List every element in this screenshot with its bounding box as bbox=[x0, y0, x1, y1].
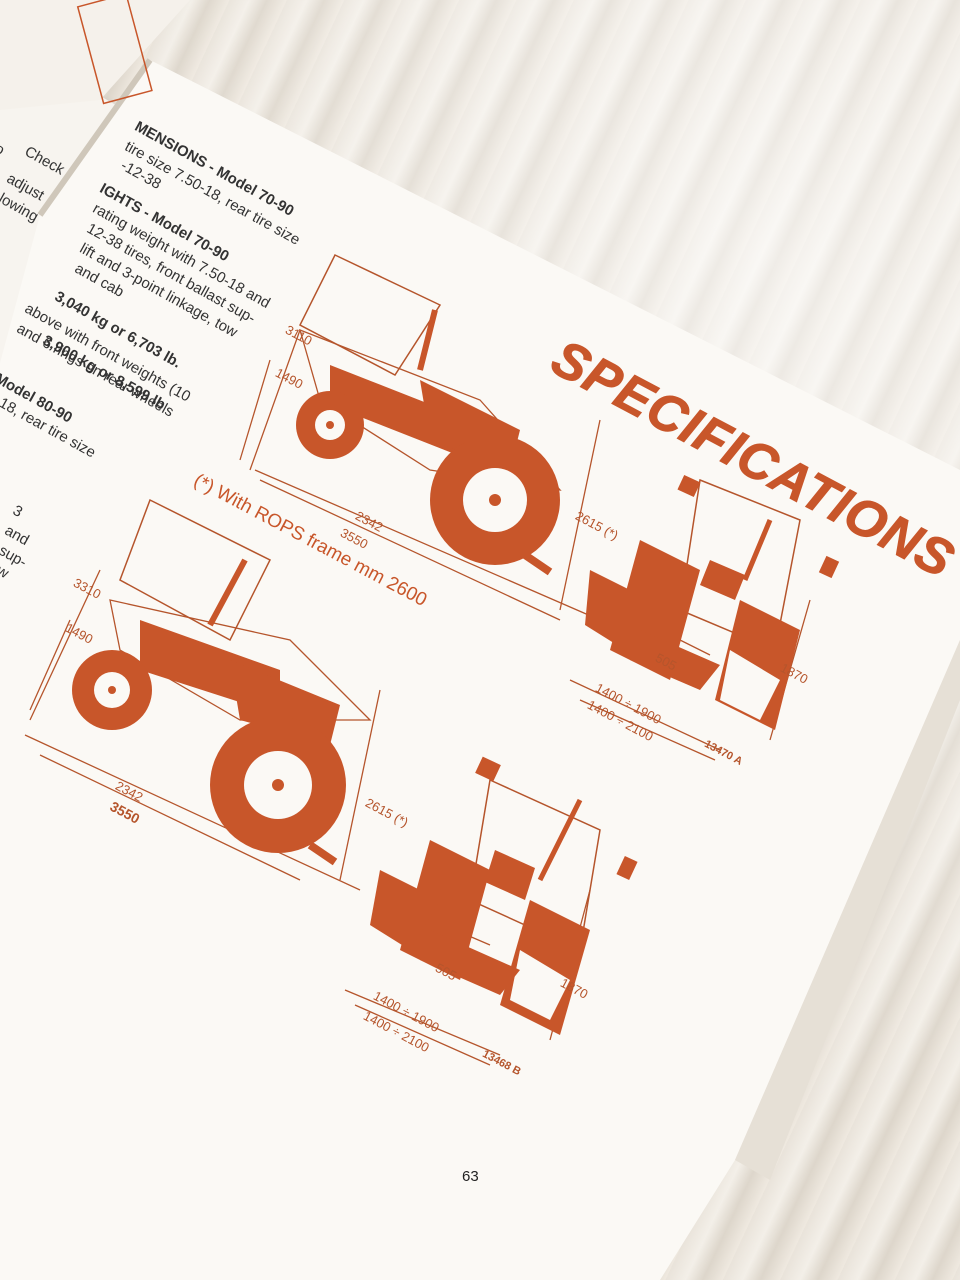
dimension-lines bbox=[24, 329, 811, 1066]
left-page-corner bbox=[0, 0, 190, 110]
rear-view-tractor-b bbox=[370, 756, 638, 1035]
rear-view-tractor-a bbox=[585, 474, 840, 730]
left-page-drawing bbox=[76, 0, 153, 105]
side-view-tractor-b bbox=[72, 498, 372, 866]
page-edge-stack bbox=[735, 640, 960, 1180]
book-gutter bbox=[37, 58, 153, 217]
page-number: 63 bbox=[462, 1168, 479, 1185]
side-view-tractor-a bbox=[296, 254, 562, 576]
page-surface bbox=[0, 60, 960, 1280]
